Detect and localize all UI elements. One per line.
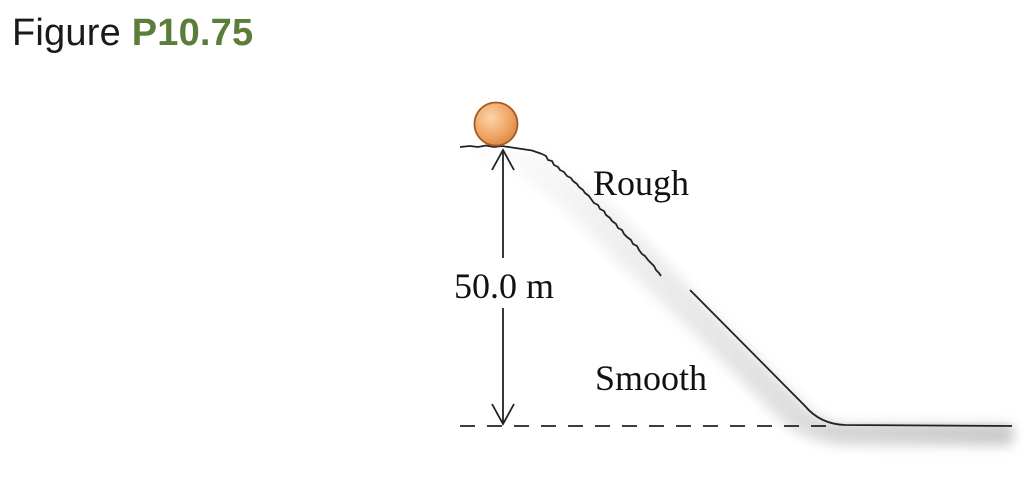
hill-shading (460, 147, 1012, 445)
height-arrow-top-head (491, 148, 515, 171)
height-arrow-bottom-head (491, 403, 515, 426)
smooth-slope (689, 289, 1013, 427)
rough-label: Rough (593, 163, 689, 203)
smooth-label: Smooth (595, 358, 707, 398)
floor-shading (830, 426, 1012, 446)
figure-number: P10.75 (131, 12, 254, 54)
top-surface (459, 144, 543, 155)
rough-slope (541, 153, 662, 277)
height-label: 50.0 m (454, 266, 554, 306)
figure-caption: Figure P10.75 (12, 14, 253, 52)
figure-caption-prefix: Figure (12, 12, 121, 54)
ball (473, 101, 519, 147)
